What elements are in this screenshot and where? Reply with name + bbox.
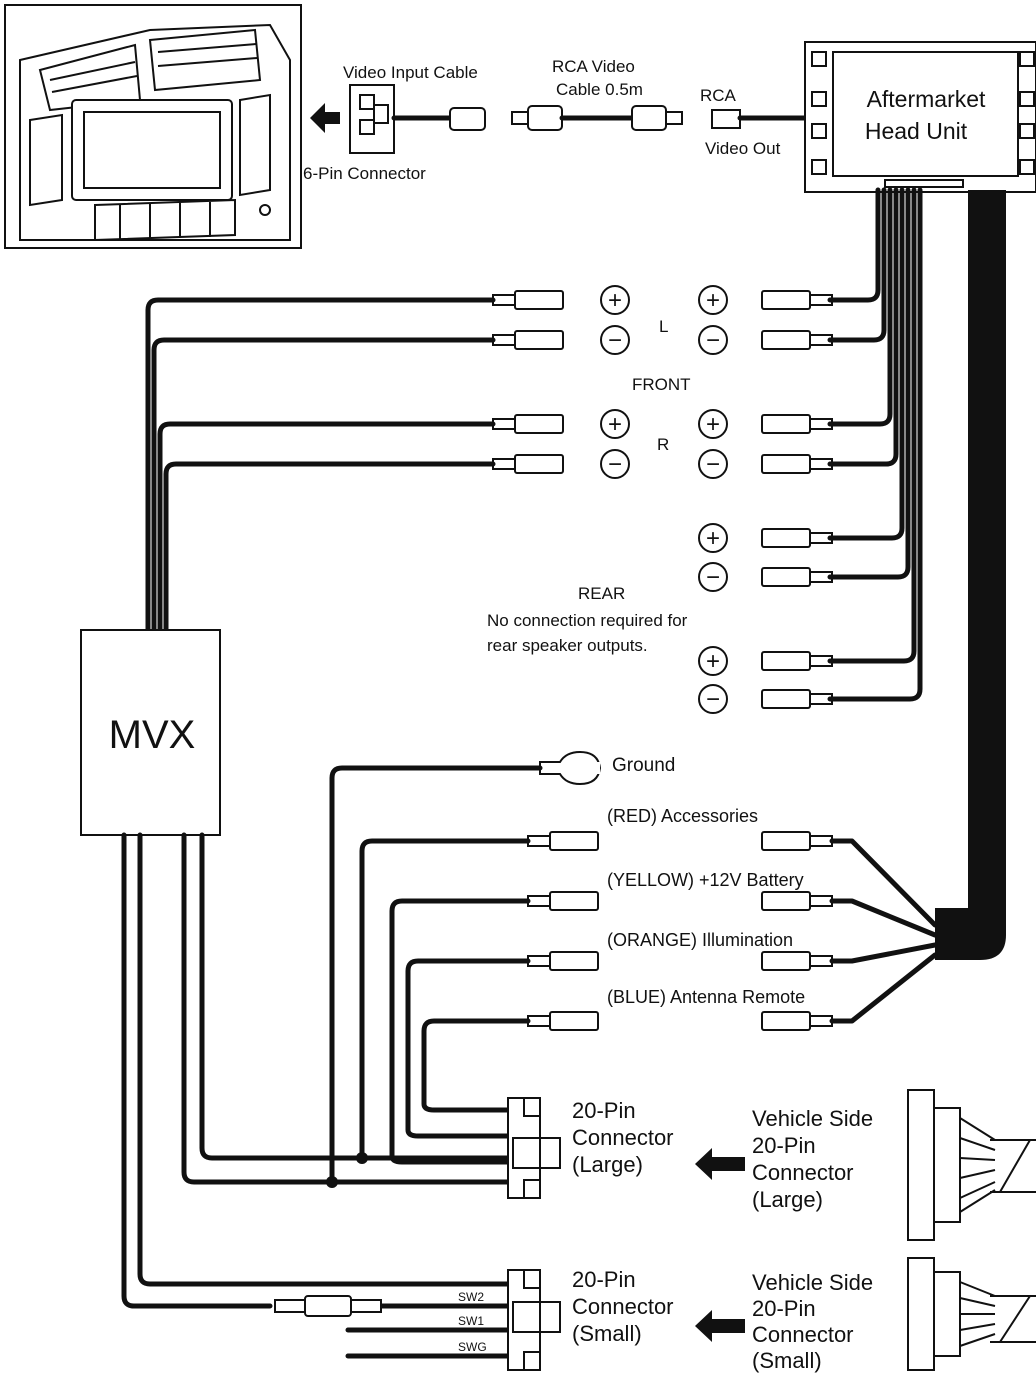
junction-dot <box>326 1176 338 1188</box>
svg-text:−: − <box>608 327 622 354</box>
head-unit-spade-connectors <box>761 290 833 709</box>
vehicle-large-label-3: Connector <box>752 1160 854 1185</box>
rear-note-2: rear speaker outputs. <box>487 636 648 655</box>
power-spade-connectors-mvx <box>527 831 599 1031</box>
svg-text:+: + <box>608 287 622 314</box>
svg-text:−: − <box>608 451 622 478</box>
svg-text:−: − <box>706 327 720 354</box>
small-connector-label-1: 20-Pin <box>572 1267 636 1292</box>
polarity-symbols <box>600 285 728 714</box>
mvx-speaker-wires <box>145 297 496 633</box>
arrow-left-icon <box>695 1148 745 1180</box>
vehicle-side-connector-small <box>907 1257 1036 1371</box>
six-pin-connector-label: 6-Pin Connector <box>303 164 426 183</box>
illumination-label: (ORANGE) Illumination <box>607 930 793 950</box>
vehicle-small-label-1: Vehicle Side <box>752 1270 873 1295</box>
vehicle-large-label-4: (Large) <box>752 1187 823 1212</box>
head-unit-speaker-wires <box>827 187 923 702</box>
six-pin-connector <box>349 84 486 154</box>
vehicle-large-label-1: Vehicle Side <box>752 1106 873 1131</box>
svg-text:−: − <box>706 451 720 478</box>
svg-text:−: − <box>706 686 720 713</box>
accessories-label: (RED) Accessories <box>607 806 758 826</box>
ground-label: Ground <box>612 755 675 776</box>
rear-label: REAR <box>578 584 625 603</box>
head-unit-label-2: Head Unit <box>865 118 968 144</box>
mvx-to-large-connector-wires <box>181 765 543 1185</box>
large-connector-label-2: Connector <box>572 1125 674 1150</box>
left-label: L <box>659 317 668 336</box>
mvx-module <box>80 629 221 836</box>
junction-dot <box>356 1152 368 1164</box>
rear-note-1: No connection required for <box>487 611 688 630</box>
svg-text:+: + <box>706 648 720 675</box>
large-connector-label-1: 20-Pin <box>572 1098 636 1123</box>
head-unit <box>804 41 1036 193</box>
svg-text:+: + <box>608 411 622 438</box>
car-dashboard-illustration <box>4 4 302 249</box>
antenna-label: (BLUE) Antenna Remote <box>607 987 805 1007</box>
small-connector-label-3: (Small) <box>572 1321 642 1346</box>
vehicle-small-label-2: 20-Pin <box>752 1296 816 1321</box>
head-unit-label-1: Aftermarket <box>867 86 986 112</box>
mvx-label: MVX <box>109 713 196 757</box>
large-connector-label-3: (Large) <box>572 1152 643 1177</box>
front-label: FRONT <box>632 375 691 394</box>
sw2-label: SW2 <box>458 1290 484 1304</box>
swg-label: SWG <box>458 1340 487 1354</box>
twenty-pin-connector-large <box>507 1097 561 1199</box>
mvx-spade-connectors <box>492 290 564 474</box>
rca-video-out-jack <box>711 109 808 129</box>
head-unit-harness-bundle <box>935 190 1006 960</box>
battery-label: (YELLOW) +12V Battery <box>607 870 804 890</box>
rca-label: RCA <box>700 86 737 105</box>
arrow-into-car-icon <box>310 103 340 133</box>
polarity-labels: + + − − + + − − + − + − <box>608 287 720 713</box>
small-connector-label-2: Connector <box>572 1294 674 1319</box>
ground-terminal <box>539 750 602 786</box>
vehicle-small-label-4: (Small) <box>752 1348 822 1373</box>
svg-text:−: − <box>706 564 720 591</box>
svg-text:+: + <box>706 411 720 438</box>
sw1-label: SW1 <box>458 1314 484 1328</box>
head-unit-power-wires <box>829 838 938 1024</box>
mvx-to-small-connector-wires <box>121 832 511 1359</box>
power-spade-connectors-head-unit <box>761 831 833 1031</box>
vehicle-large-label-2: 20-Pin <box>752 1133 816 1158</box>
video-out-label: Video Out <box>705 139 781 158</box>
rca-cable-label-1: RCA Video <box>552 57 635 76</box>
twenty-pin-connector-small <box>507 1269 561 1371</box>
rca-cable-label-2: Cable 0.5m <box>556 80 643 99</box>
svg-text:+: + <box>706 287 720 314</box>
svg-text:+: + <box>706 525 720 552</box>
right-label: R <box>657 435 669 454</box>
vehicle-small-label-3: Connector <box>752 1322 854 1347</box>
video-input-cable-label: Video Input Cable <box>343 63 478 82</box>
rca-video-cable <box>511 105 683 131</box>
inline-connector <box>274 1295 382 1317</box>
arrow-left-icon <box>695 1310 745 1342</box>
vehicle-side-connector-large <box>907 1089 1036 1241</box>
